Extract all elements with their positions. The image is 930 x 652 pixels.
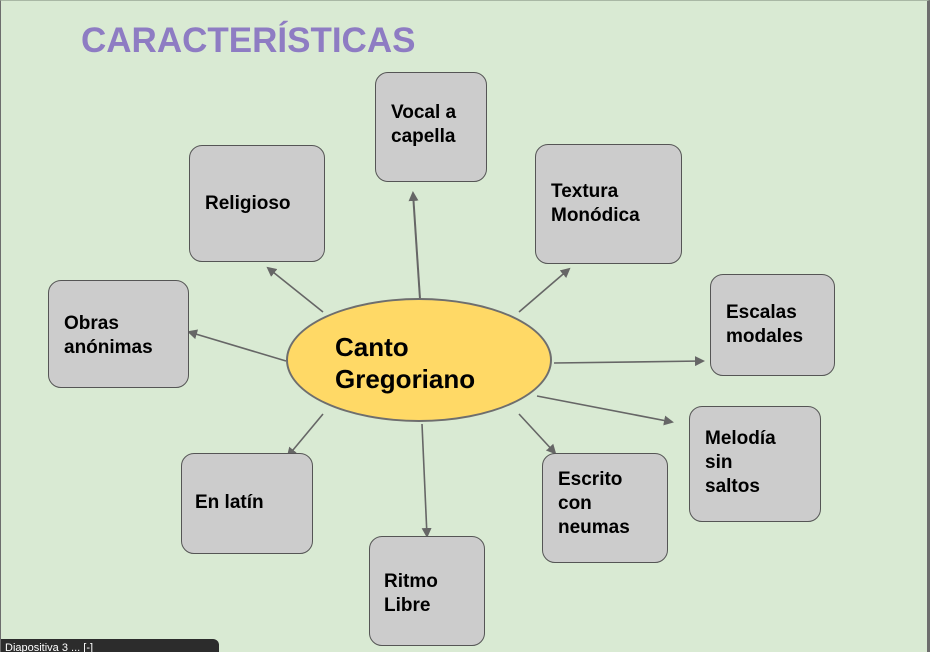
central-ellipse[interactable] [286, 298, 552, 422]
box-textura[interactable] [535, 144, 682, 264]
arrow-to-latin [286, 413, 324, 458]
box-religioso[interactable] [189, 145, 325, 262]
box-obras-label: Obras anónimas [64, 313, 153, 358]
arrow-to-escalas [553, 356, 705, 367]
presentation-status-bar[interactable]: Diapositiva 3 ... [-] [1, 639, 219, 652]
box-obras[interactable] [48, 280, 189, 388]
arrow-to-escrito [518, 413, 557, 455]
box-ritmo-label: Ritmo Libre [384, 571, 438, 616]
central-label: Canto Gregoriano [335, 332, 476, 394]
slide-title: CARACTERÍSTICAS [81, 21, 416, 60]
box-escalas-label: Escalas modales [726, 302, 804, 347]
arrow-to-ritmo [421, 423, 432, 538]
arrow-to-vocal [408, 191, 421, 300]
box-latin-label: En latín [195, 492, 264, 513]
box-textura-label: Textura Monódica [551, 181, 640, 226]
box-vocal[interactable] [375, 72, 487, 182]
box-ritmo[interactable] [369, 536, 485, 646]
box-escrito[interactable] [542, 453, 668, 563]
box-escalas[interactable] [710, 274, 835, 376]
arrow-to-religioso [266, 266, 324, 313]
arrow-to-textura [518, 267, 571, 313]
arrow-to-obras [187, 329, 287, 362]
box-latin[interactable] [181, 453, 313, 554]
arrow-to-melodia [536, 395, 674, 426]
box-melodia-label: Melodía sin saltos [705, 428, 776, 497]
box-escrito-label: Escrito con neumas [558, 469, 630, 538]
box-melodia[interactable] [689, 406, 821, 522]
box-vocal-label: Vocal a capella [391, 102, 457, 147]
box-religioso-label: Religioso [205, 193, 291, 214]
